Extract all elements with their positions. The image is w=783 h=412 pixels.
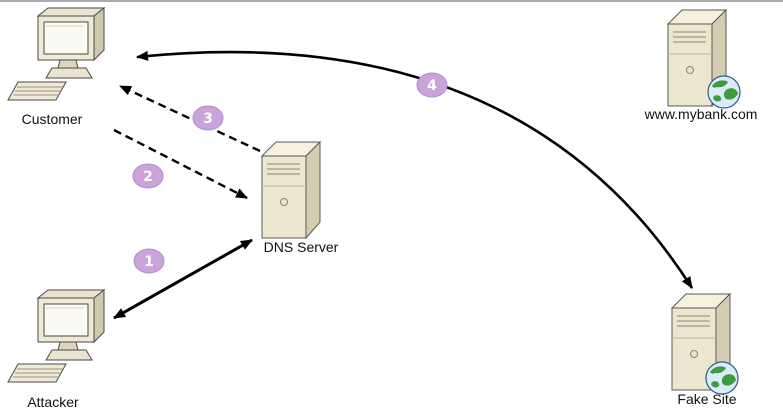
attacker-node xyxy=(7,289,105,383)
step-number: 3 xyxy=(203,111,213,127)
server-tower-icon xyxy=(261,141,321,239)
arrow-dns-customer xyxy=(119,84,261,153)
mybank-node xyxy=(667,9,741,109)
step-badge-2: 2 xyxy=(132,163,164,189)
step-number: 4 xyxy=(427,78,437,94)
step-number: 1 xyxy=(144,254,154,270)
desktop-computer-icon xyxy=(7,7,105,101)
globe-icon xyxy=(707,75,741,109)
customer-label: Customer xyxy=(22,111,83,127)
arrow-customer-dns xyxy=(113,128,248,200)
step-badge-3: 3 xyxy=(192,105,224,131)
step-number: 2 xyxy=(143,169,153,185)
fake-site-node xyxy=(671,293,739,395)
desktop-computer-icon xyxy=(7,289,105,383)
dns-server-node xyxy=(261,141,321,239)
mybank-label: www.mybank.com xyxy=(644,106,758,122)
arrow-attacker-dns xyxy=(113,238,253,320)
globe-icon xyxy=(705,361,739,395)
arrow-customer-fakesite xyxy=(136,50,694,289)
step-badge-4: 4 xyxy=(416,72,448,98)
attacker-label: Attacker xyxy=(27,394,79,410)
customer-node xyxy=(7,7,105,101)
step-badge-1: 1 xyxy=(133,248,165,274)
fake-site-label: Fake Site xyxy=(677,391,736,407)
dns-server-label: DNS Server xyxy=(264,239,339,255)
top-divider xyxy=(0,0,783,2)
